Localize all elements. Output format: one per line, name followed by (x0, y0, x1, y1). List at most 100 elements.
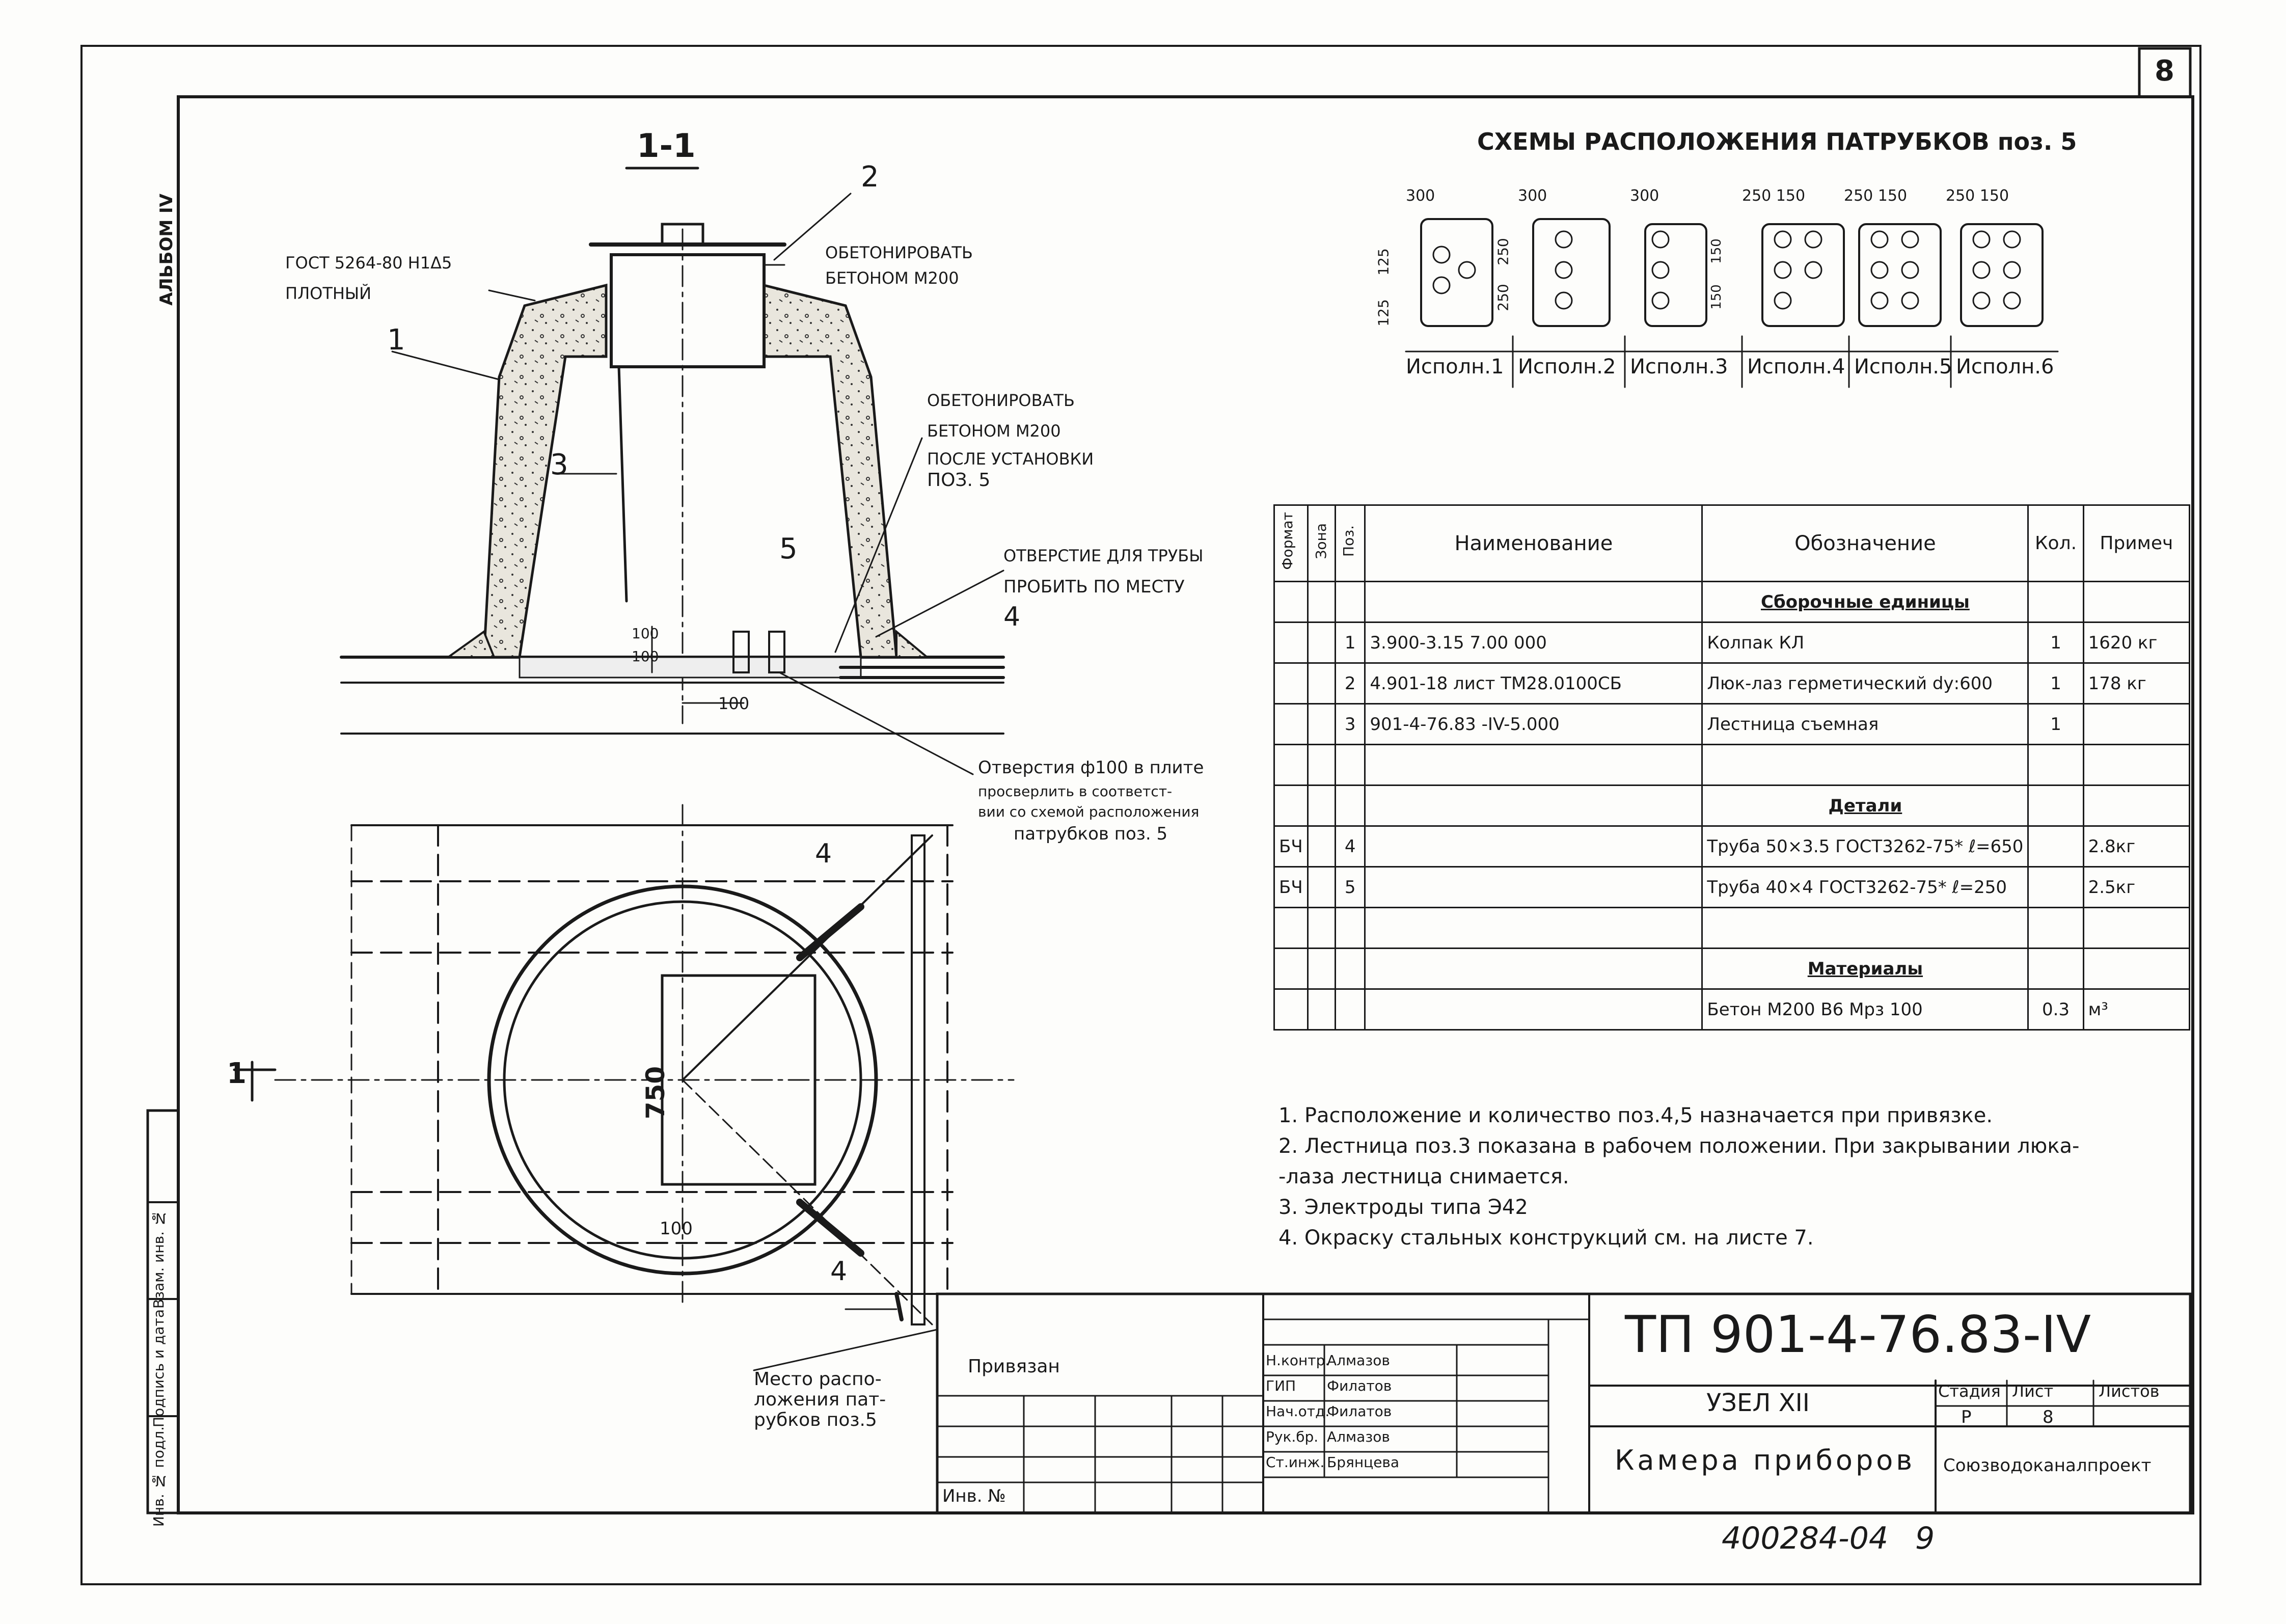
dim-100a: 100 (632, 625, 659, 642)
doc-code: ТП 901-4-76.83-IV (1625, 1305, 2091, 1364)
spec-row: Материалы (1273, 948, 2191, 990)
cell-designation (1364, 581, 1703, 623)
cell-name: Труба 50×3.5 ГОСТ3262-75* ℓ=650 (1701, 825, 2029, 868)
note-concrete2b: БЕТОНОМ М200 (927, 421, 1061, 441)
cell-qty: 1 (2027, 621, 2084, 664)
scheme-dim-3: 300 (1630, 187, 1659, 205)
variant-6: Исполн.6 (1956, 355, 2054, 378)
role-label: Ст.инж. (1266, 1453, 1325, 1471)
cell-qty (2027, 744, 2084, 786)
note-hole1b: ПРОБИТЬ ПО МЕСТУ (1003, 577, 1185, 597)
cell-format (1273, 907, 1309, 949)
signature-row: Рук.бр. Алмазов (1266, 1424, 1459, 1449)
cell-qty (2027, 581, 2084, 623)
cell-format: БЧ (1273, 825, 1309, 868)
note-gost: ГОСТ 5264-80 Н1Δ5 (285, 253, 452, 273)
sheet-label: Лист (2012, 1382, 2054, 1401)
callout-4a: 4 (1003, 602, 1021, 632)
scheme-dim-5: 250 150 (1844, 187, 1908, 205)
cell-name: Лестница съемная (1701, 703, 2029, 745)
cell-name: Материалы (1701, 948, 2029, 990)
sheet-number: 8 (2155, 55, 2174, 88)
cell-pos: 1 (1335, 621, 1366, 664)
callout-1: 1 (387, 323, 405, 357)
dim-100b: 100 (632, 648, 659, 665)
variant-3: Исполн.3 (1630, 355, 1728, 378)
cell-zone (1307, 866, 1337, 908)
cell-note: 178 кг (2082, 662, 2191, 705)
cell-note (2082, 784, 2191, 827)
dim-100c: 100 (718, 694, 750, 713)
cell-qty: 1 (2027, 662, 2084, 705)
hatch-body (610, 253, 766, 368)
dim-100d: 100 (660, 1219, 693, 1239)
ladder-line (617, 365, 628, 603)
role-label: Рук.бр. (1266, 1428, 1319, 1445)
node-label: УЗЕЛ XII (1706, 1389, 1810, 1417)
cell-zone (1307, 907, 1337, 949)
cell-qty (2027, 948, 2084, 990)
cell-note (2082, 744, 2191, 786)
signature-row: Нач.отд.Филатов (1266, 1398, 1459, 1424)
scheme-dim-4: 250 150 (1742, 187, 1806, 205)
note-holes-c: вии со схемой расположения (978, 803, 1200, 820)
sheets-label: Листов (2099, 1382, 2160, 1401)
org-name: Союзводоканалпроект (1943, 1455, 2152, 1476)
cone-left-wall (482, 283, 608, 659)
sheet-number-box (2138, 47, 2192, 98)
cell-note (2082, 907, 2191, 949)
cell-designation (1364, 784, 1703, 827)
cell-zone (1307, 948, 1337, 990)
cell-designation (1364, 988, 1703, 1031)
cell-designation: 4.901-18 лист ТМ28.0100СБ (1364, 662, 1703, 705)
spec-row (1273, 744, 2191, 786)
cell-zone (1307, 621, 1337, 664)
scheme-dim-8: 125 (1375, 299, 1392, 327)
note-holes-b: просверлить в соответст- (978, 783, 1173, 800)
role-label: ГИП (1266, 1377, 1296, 1394)
role-name: Брянцева (1327, 1453, 1400, 1471)
scheme-dim-2: 300 (1518, 187, 1547, 205)
outer-frame (80, 45, 2201, 1585)
note-3: 3. Электроды типа Э42 (1278, 1196, 1528, 1219)
variant-5: Исполн.5 (1854, 355, 1952, 378)
section-label: 1-1 (637, 127, 696, 165)
note-place-b: ложения пат- (754, 1389, 886, 1410)
spec-header-row: Формат Зона Поз. Наименование Обозначени… (1273, 504, 2191, 582)
cell-name: Детали (1701, 784, 2029, 827)
cell-pos: 5 (1335, 866, 1366, 908)
spec-row (1273, 907, 2191, 949)
note-concrete2c: ПОСЛЕ УСТАНОВКИ (927, 449, 1094, 469)
cell-format (1273, 662, 1309, 705)
note-2: 2. Лестница поз.3 показана в рабочем пол… (1278, 1134, 2080, 1158)
note-place-a: Место распо- (754, 1369, 882, 1390)
cell-zone (1307, 988, 1337, 1031)
cell-pos: 4 (1335, 825, 1366, 868)
role-name: Алмазов (1327, 1428, 1390, 1445)
cell-name: Сборочные единицы (1701, 581, 2029, 623)
col-qty: Кол. (2027, 504, 2084, 582)
cell-pos (1335, 581, 1366, 623)
spec-table: Формат Зона Поз. Наименование Обозначени… (1273, 504, 2191, 1031)
col-format: Формат (1279, 512, 1296, 570)
cell-format (1273, 581, 1309, 623)
note-concrete1b: БЕТОНОМ М200 (825, 268, 959, 288)
callout-4c: 4 (830, 1256, 848, 1287)
cell-designation (1364, 907, 1703, 949)
doc-title: Камера приборов (1615, 1444, 1916, 1476)
side-stamp-box (146, 1109, 180, 1514)
note-1: 1. Расположение и количество поз.4,5 наз… (1278, 1104, 1993, 1127)
note-holes-a: Отверстия ф100 в плите (978, 757, 1204, 778)
section-marker: 1 (227, 1057, 247, 1090)
stage-value: Р (1961, 1407, 1972, 1427)
cell-pos (1335, 744, 1366, 786)
scheme-dim-1: 300 (1406, 187, 1435, 205)
stamp-sign: Подпись и дата (150, 1309, 167, 1427)
note-concrete2d: ПОЗ. 5 (927, 470, 991, 491)
cell-format (1273, 948, 1309, 990)
schemes-title: СХЕМЫ РАСПОЛОЖЕНИЯ ПАТРУБКОВ поз. 5 (1477, 128, 2077, 155)
